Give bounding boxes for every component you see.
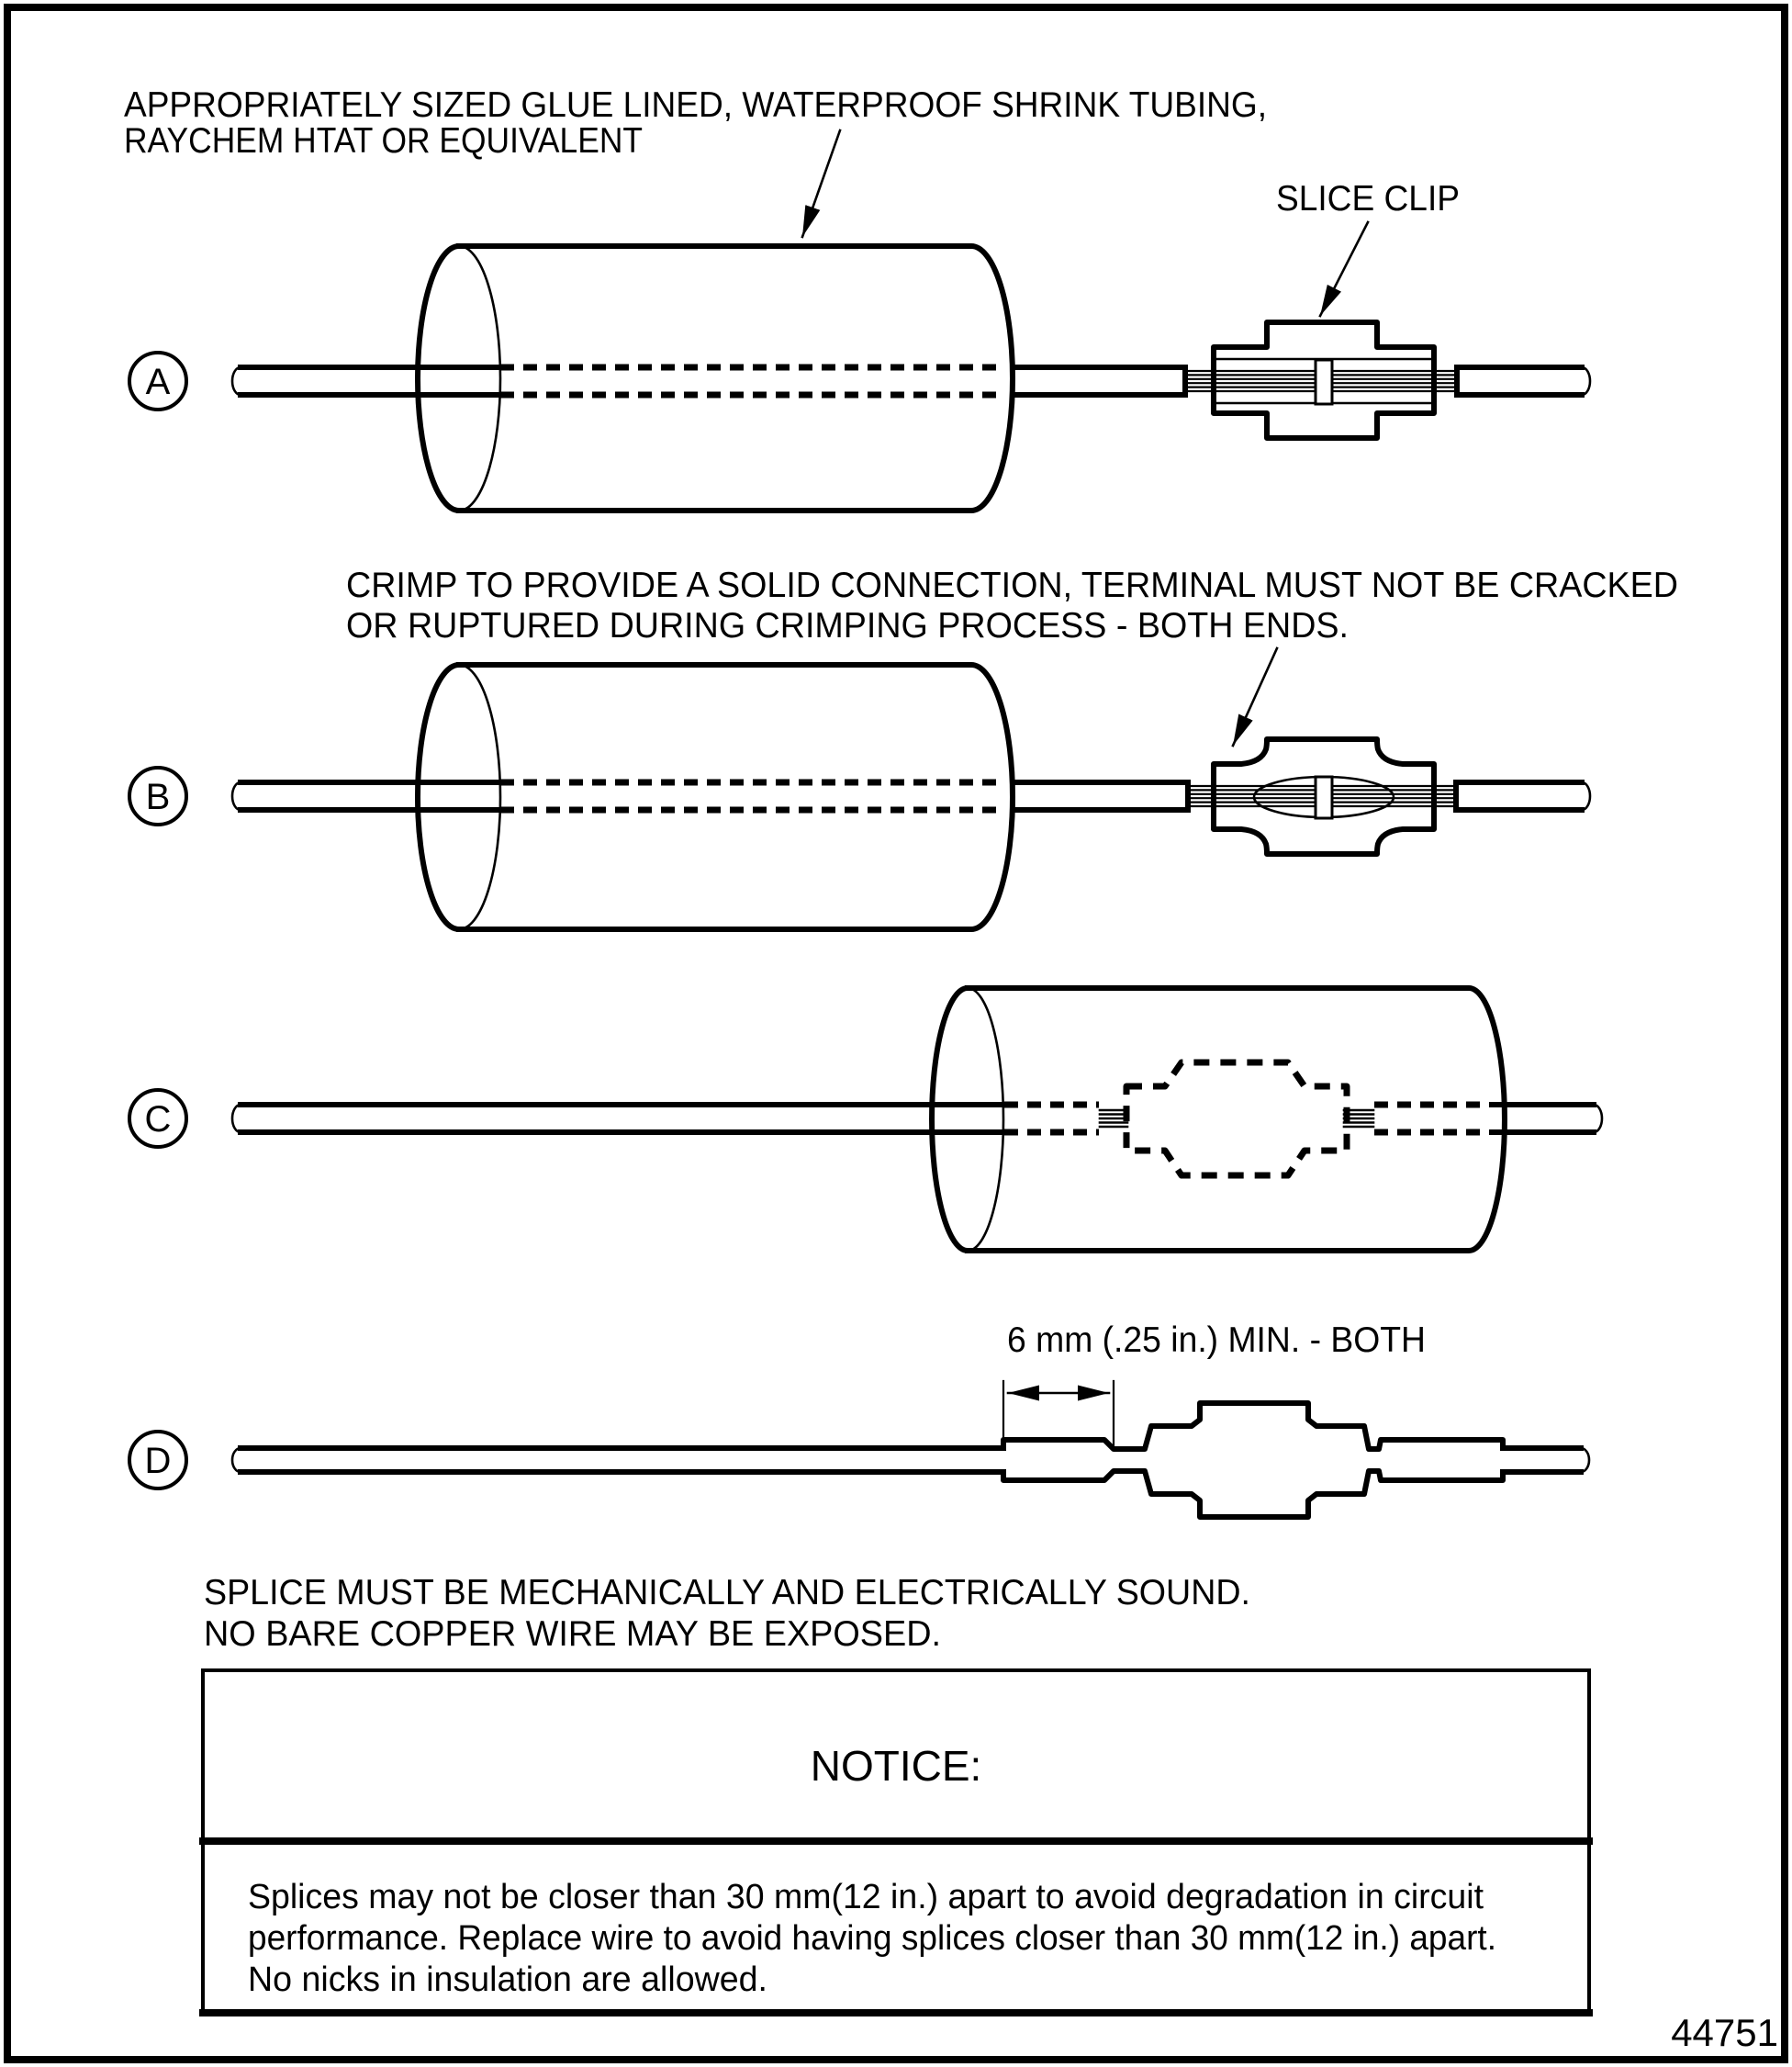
splice-note: SPLICE MUST BE MECHANICALLY AND ELECTRIC… [204,1573,1250,1654]
finished-splice-d [1001,1400,1506,1520]
slice-clip-leader-arrow [1318,220,1370,318]
row-b: B [128,665,1592,929]
shrink-tubing-caption: APPROPRIATELY SIZED GLUE LINED, WATERPRO… [124,85,1267,161]
splice-clip-b-crimped [1186,736,1458,857]
wire-a-hidden-dashed [500,364,1001,399]
step-label-c: C [145,1099,172,1140]
shrink-tube-a [418,246,1013,511]
step-label-b: B [146,777,171,817]
wire-a [230,364,1592,399]
step-label-d: D [145,1441,172,1481]
splice-clip-c-hidden [1098,1059,1375,1179]
notice-body-line2: performance. Replace wire to avoid havin… [248,1919,1496,1958]
notice-body-line3: No nicks in insulation are allowed. [248,1960,767,1999]
dimension-label: 6 mm (.25 in.) MIN. - BOTH [1007,1320,1426,1360]
splice-note-line1: SPLICE MUST BE MECHANICALLY AND ELECTRIC… [204,1573,1250,1612]
splice-note-line2: NO BARE COPPER WIRE MAY BE EXPOSED. [204,1614,941,1654]
wire-strands-c-left [1098,1108,1129,1129]
wire-d [230,1445,1591,1475]
wire-c-left-end-cap [230,1103,242,1134]
wire-d-right-end-cap [1579,1446,1591,1474]
shrink-tube-c [929,984,1507,1254]
shrink-tubing-leader-arrow [801,129,842,239]
step-label-a: A [146,362,171,402]
step-label-circle-c [128,1088,188,1149]
notice-title: NOTICE: [811,1742,982,1790]
wire-c-right-end-cap [1592,1103,1604,1134]
row-d: D 6 mm (.25 in.) MIN. - BOTH [128,1320,1591,1520]
clip-band-b [1314,775,1334,820]
wire-b-right-end-cap [1580,781,1592,812]
step-label-circle-d [128,1430,188,1490]
crimp-caption-line2: OR RUPTURED DURING CRIMPING PROCESS - BO… [346,606,1349,646]
step-label-circle-a [128,351,188,411]
wire-b-hidden-dashed [500,779,1001,814]
crimp-caption: CRIMP TO PROVIDE A SOLID CONNECTION, TER… [346,566,1678,747]
wire-strands-c-right [1342,1108,1375,1129]
row-a: A [128,246,1592,511]
wire-a-right-end-cap [1580,365,1592,397]
step-label-circle-b [128,766,188,826]
row-c: C [128,984,1604,1254]
wire-d-left-end-cap [230,1446,242,1474]
notice-body-line1: Splices may not be closer than 30 mm(12 … [248,1878,1484,1916]
crimp-leader-arrow [1231,646,1279,747]
wire-a-left-end-cap [230,365,242,397]
wire-c [230,1101,1604,1136]
wire-c-hidden-dashed-left [1004,1101,1099,1136]
clip-band-a [1314,358,1334,406]
shrink-tubing-caption-line2: RAYCHEM HTAT OR EQUIVALENT [124,121,643,161]
wire-b-left-end-cap [230,781,242,812]
figure-number: 44751 [1671,2011,1778,2054]
slice-clip-callout: SLICE CLIP [1276,179,1460,318]
shrink-tube-b [418,665,1013,929]
splice-clip-a [1183,320,1459,441]
dimension-callout: 6 mm (.25 in.) MIN. - BOTH [1002,1320,1426,1449]
wire-c-hidden-dashed-right [1374,1101,1485,1136]
notice-box: NOTICE: Splices may not be closer than 3… [199,1668,1593,2016]
crimp-caption-line1: CRIMP TO PROVIDE A SOLID CONNECTION, TER… [346,566,1678,605]
page-border [4,4,1788,2063]
slice-clip-label: SLICE CLIP [1276,179,1460,219]
shrink-tubing-caption-line1: APPROPRIATELY SIZED GLUE LINED, WATERPRO… [124,85,1267,125]
